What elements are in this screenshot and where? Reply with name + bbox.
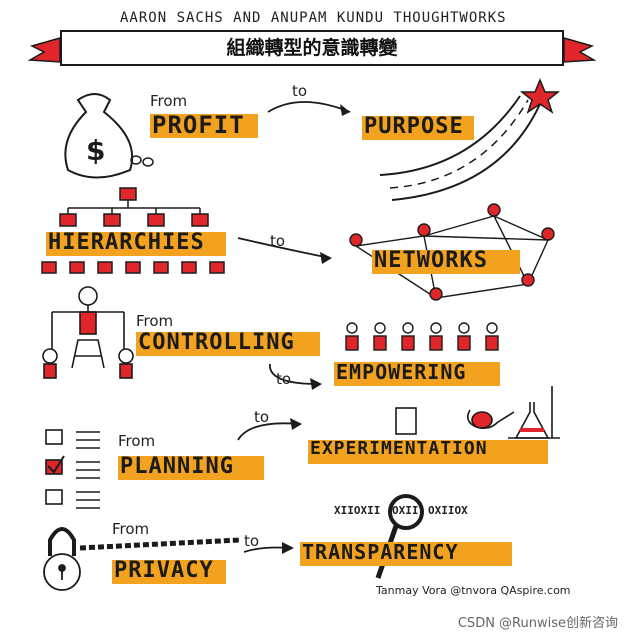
- from-controlling: CONTROLLING: [138, 330, 295, 355]
- from-privacy: PRIVACY: [114, 558, 214, 583]
- credits-line: AARON SACHS AND ANUPAM KUNDU THOUGHTWORK…: [120, 10, 507, 26]
- author-credit: Tanmay Vora @tnvora QAspire.com: [376, 584, 571, 597]
- to-purpose: PURPOSE: [364, 114, 464, 139]
- binary-left: XIIOXII: [334, 504, 381, 517]
- from-planning: PLANNING: [120, 454, 234, 479]
- banner-ribbons: [27, 37, 597, 63]
- to-transparency: TRANSPARENCY: [302, 540, 459, 564]
- to-experimentation: EXPERIMENTATION: [310, 438, 488, 459]
- from-hierarchies: HIERARCHIES: [48, 230, 205, 255]
- to-empowering: EMPOWERING: [336, 360, 467, 384]
- to-label: to: [244, 532, 260, 550]
- from-label: From: [136, 312, 174, 330]
- binary-middle: OXII: [392, 504, 419, 517]
- lab-glassware-icon: [395, 386, 560, 439]
- watermark: CSDN @Runwise创新咨询: [457, 616, 618, 631]
- money-bag-icon: $: [64, 93, 154, 179]
- puppet-master-icon: [42, 286, 134, 379]
- binary-right: OXIIOX: [428, 504, 468, 517]
- to-label: to: [292, 82, 308, 100]
- page-title: 組織轉型的意識轉變: [226, 37, 398, 59]
- title-banner: [60, 30, 564, 66]
- road-to-star-icon: [379, 78, 561, 201]
- svg-text:$: $: [86, 134, 105, 167]
- empowered-people-icon: [345, 322, 499, 351]
- from-label: From: [112, 520, 150, 538]
- padlock-chain-icon: [43, 527, 241, 591]
- to-networks: NETWORKS: [374, 248, 488, 273]
- to-label: to: [276, 370, 292, 388]
- to-label: to: [270, 232, 286, 250]
- from-label: From: [150, 92, 188, 110]
- from-label: From: [118, 432, 156, 450]
- to-label: to: [254, 408, 270, 426]
- hierarchy-chart-icon: [41, 187, 225, 274]
- checklist-icon: [45, 429, 100, 509]
- arrow-profit-purpose: [267, 101, 351, 113]
- from-profit: PROFIT: [152, 111, 245, 139]
